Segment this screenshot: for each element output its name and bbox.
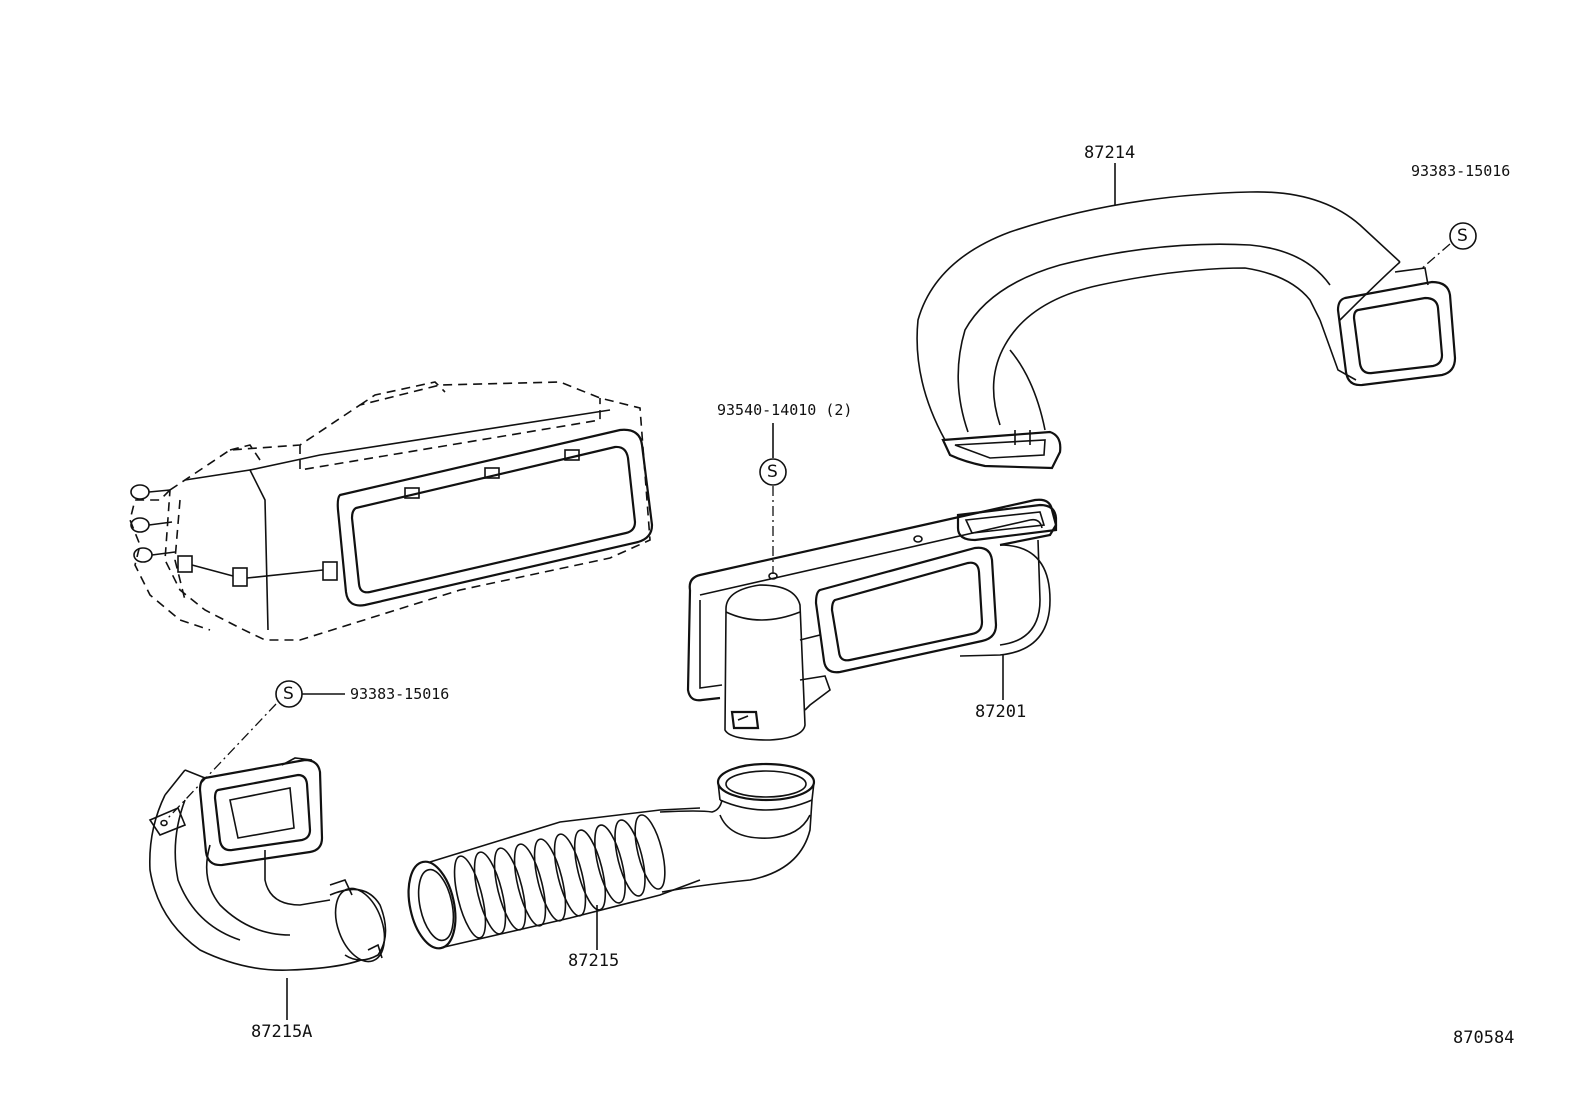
heater-unit-outline [129, 381, 654, 641]
figure-code: 870584 [1453, 1028, 1515, 1048]
duct-87201 [686, 498, 1058, 741]
part-label-93383-left: 93383-15016 [350, 685, 450, 703]
screw-symbol-top: S [1457, 226, 1468, 246]
hose-87215 [407, 762, 816, 950]
part-label-87214: 87214 [1084, 143, 1136, 163]
part-label-87215: 87215 [568, 951, 620, 971]
screw-symbol-left: S [283, 684, 294, 704]
part-label-87201: 87201 [975, 702, 1027, 722]
part-label-93540: 93540-14010 (2) [717, 401, 853, 419]
part-label-93383-top: 93383-15016 [1411, 162, 1511, 180]
duct-87214 [916, 191, 1457, 470]
leader-lines [167, 163, 1477, 1020]
part-label-87215A: 87215A [251, 1022, 313, 1042]
duct-87215A [148, 757, 387, 971]
screw-symbol-center: S [767, 462, 778, 482]
